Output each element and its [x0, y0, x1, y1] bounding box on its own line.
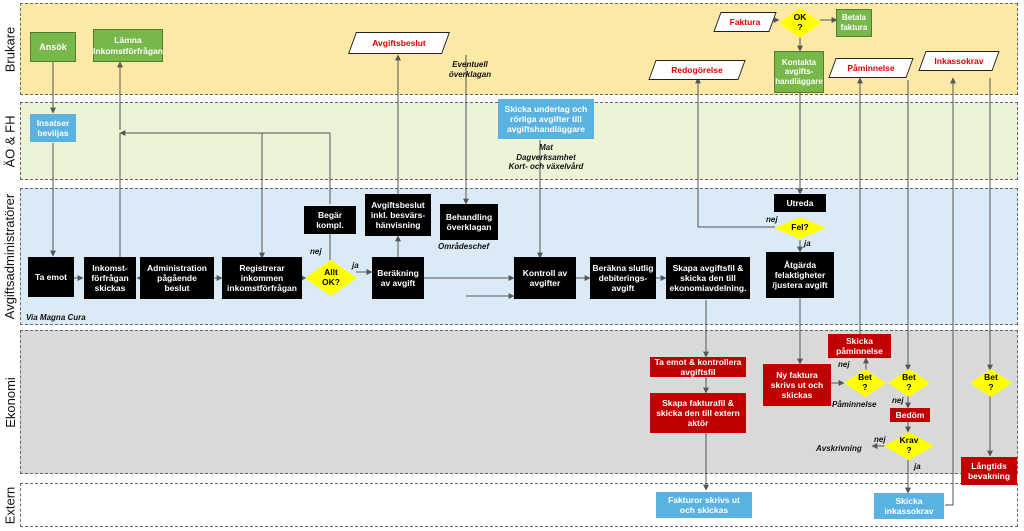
lane-extern [20, 483, 1018, 527]
fel-decision: Fel? [774, 217, 826, 239]
berakning-av-avgift-box: Beräkning av avgift [372, 257, 424, 299]
faktura-document: Faktura [717, 12, 773, 32]
behandling-overklagan-box: Behandling överklagan [440, 204, 498, 240]
avgiftsbeslut-inkl-box: Avgiftsbeslut inkl. besvärs- hänvisning [365, 194, 431, 236]
eventuell-overklagan-label: Eventuell överklagan [448, 60, 492, 79]
avskrivning-label: Avskrivning [816, 444, 862, 453]
inkassokrav-document: Inkassokrav [922, 51, 996, 71]
avgiftsbeslut-document: Avgiftsbeslut [352, 32, 446, 54]
paminnelse-label: Påminnelse [832, 400, 877, 409]
bet-decision-2: Bet ? [888, 369, 930, 397]
ansok-box: Ansök [30, 32, 76, 62]
nej-label-bet2: nej [892, 396, 904, 405]
ta-emot-box: Ta emot [28, 257, 74, 297]
nej-label-bet1: nej [838, 360, 850, 369]
krav-decision: Krav ? [884, 432, 934, 460]
omradeschef-label: Områdeschef [438, 242, 490, 251]
lamna-inkomstforfragan-box: Lämna Inkomstförfrågan [93, 29, 163, 62]
begar-kompl-box: Begär kompl. [304, 206, 356, 234]
skapa-fakturafil-box: Skapa fakturafil & skicka den till exter… [650, 393, 746, 433]
lane-label-extern: Extern [2, 486, 18, 524]
bet-decision-1: Bet ? [844, 369, 886, 397]
langtids-bevakning-box: Långtids bevakning [961, 457, 1017, 485]
betala-faktura-box: Betala faktura [836, 9, 872, 37]
kontakta-avgiftshandlaggare-box: Kontakta avgifts- handläggare [774, 51, 824, 93]
utreda-box: Utreda [774, 194, 826, 212]
administration-box: Administration pågående beslut [140, 257, 214, 299]
nej-label-allt-ok: nej [310, 247, 322, 256]
via-magna-cura-label: Via Magna Cura [26, 313, 86, 322]
lane-label-ekonomi: Ekonomi [2, 376, 18, 428]
ny-faktura-box: Ny faktura skrivs ut och skickas [763, 364, 831, 406]
bedom-box: Bedöm [890, 408, 930, 422]
skicka-inkassokrav-box: Skicka inkassokrav [874, 493, 944, 519]
ta-emot-kontrollera-box: Ta emot & kontrollera avgiftsfil [650, 357, 746, 377]
lane-label-avgiftsadministratorer: Avgiftsadministratörer [2, 193, 18, 320]
insatser-beviljas-box: Insatser beviljas [30, 114, 76, 142]
berakna-slutlig-box: Beräkna slutlig debiterings- avgift [590, 257, 656, 299]
fakturor-skrivs-ut-box: Fakturor skrivs ut och skickas [656, 492, 752, 518]
skapa-avgiftsfil-box: Skapa avgiftsfil & skicka den till ekono… [666, 257, 750, 299]
ja-label-allt-ok: ja [352, 261, 359, 270]
nej-label-krav: nej [874, 435, 886, 444]
kontroll-av-avgifter-box: Kontroll av avgifter [514, 257, 576, 299]
registrerar-box: Registrerar inkommen inkomstförfrågan [222, 257, 302, 299]
skicka-paminnelse-box: Skicka påminnelse [828, 334, 891, 358]
inkomstforfragan-skickas-box: Inkomst- förfrågan skickas [84, 257, 136, 299]
ja-label-krav: ja [914, 462, 921, 471]
paminnelse-document: Påminnelse [832, 58, 910, 78]
verksamhet-label: Mat Dagverksamhet Kort- och växelvård [508, 143, 584, 172]
redogorelse-document: Redogörelse [652, 60, 742, 80]
nej-label-fel: nej [766, 215, 778, 224]
allt-ok-decision: Allt OK? [305, 260, 357, 296]
bet-decision-3: Bet ? [970, 369, 1012, 397]
atgarda-felaktigheter-box: Åtgärda felaktigheter /justera avgift [766, 252, 834, 298]
lane-label-aofh: ÄO & FH [2, 114, 18, 168]
ok-decision: OK ? [779, 8, 821, 38]
skicka-underlag-box: Skicka underlag och rörliga avgifter til… [498, 99, 594, 139]
ja-label-fel: ja [804, 239, 811, 248]
lane-label-brukare: Brukare [2, 26, 18, 72]
